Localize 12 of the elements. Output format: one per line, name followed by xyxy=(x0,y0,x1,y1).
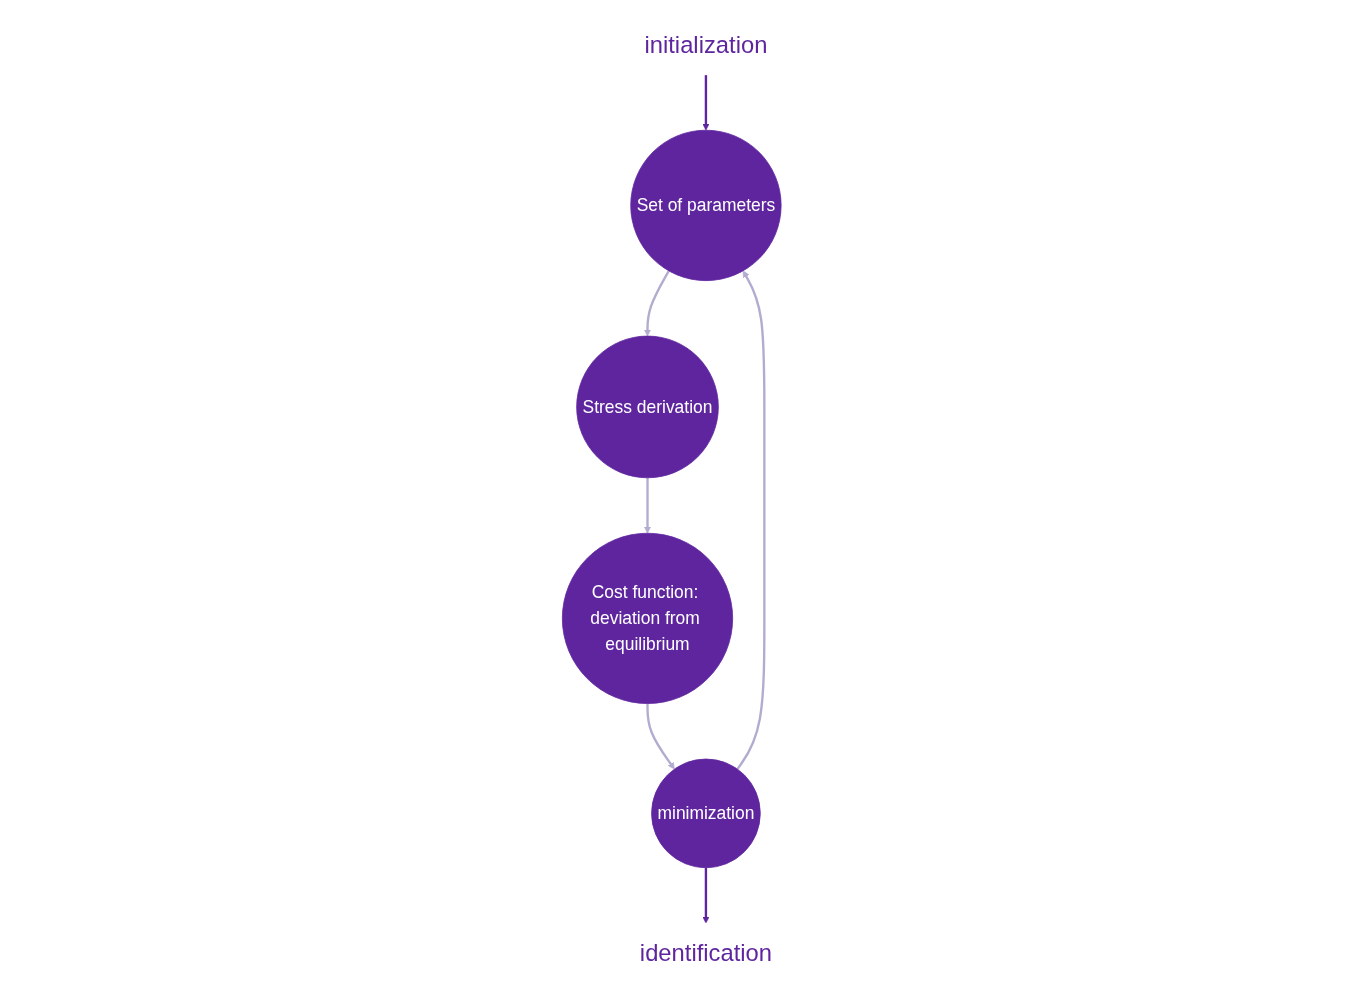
node-circle: Set of parameters xyxy=(630,129,782,282)
arrow xyxy=(643,270,670,337)
arrow xyxy=(702,74,710,131)
node-circle: minimization xyxy=(651,758,761,869)
node-circle: Cost function: deviation from equilibrium xyxy=(561,532,733,704)
node-text: identification xyxy=(639,939,772,966)
arrow xyxy=(702,867,710,924)
arrow xyxy=(736,270,766,770)
node-text: initialization xyxy=(644,31,768,59)
arrow xyxy=(646,703,675,770)
arrow xyxy=(643,477,651,534)
node-circle: Stress derivation xyxy=(576,335,719,479)
